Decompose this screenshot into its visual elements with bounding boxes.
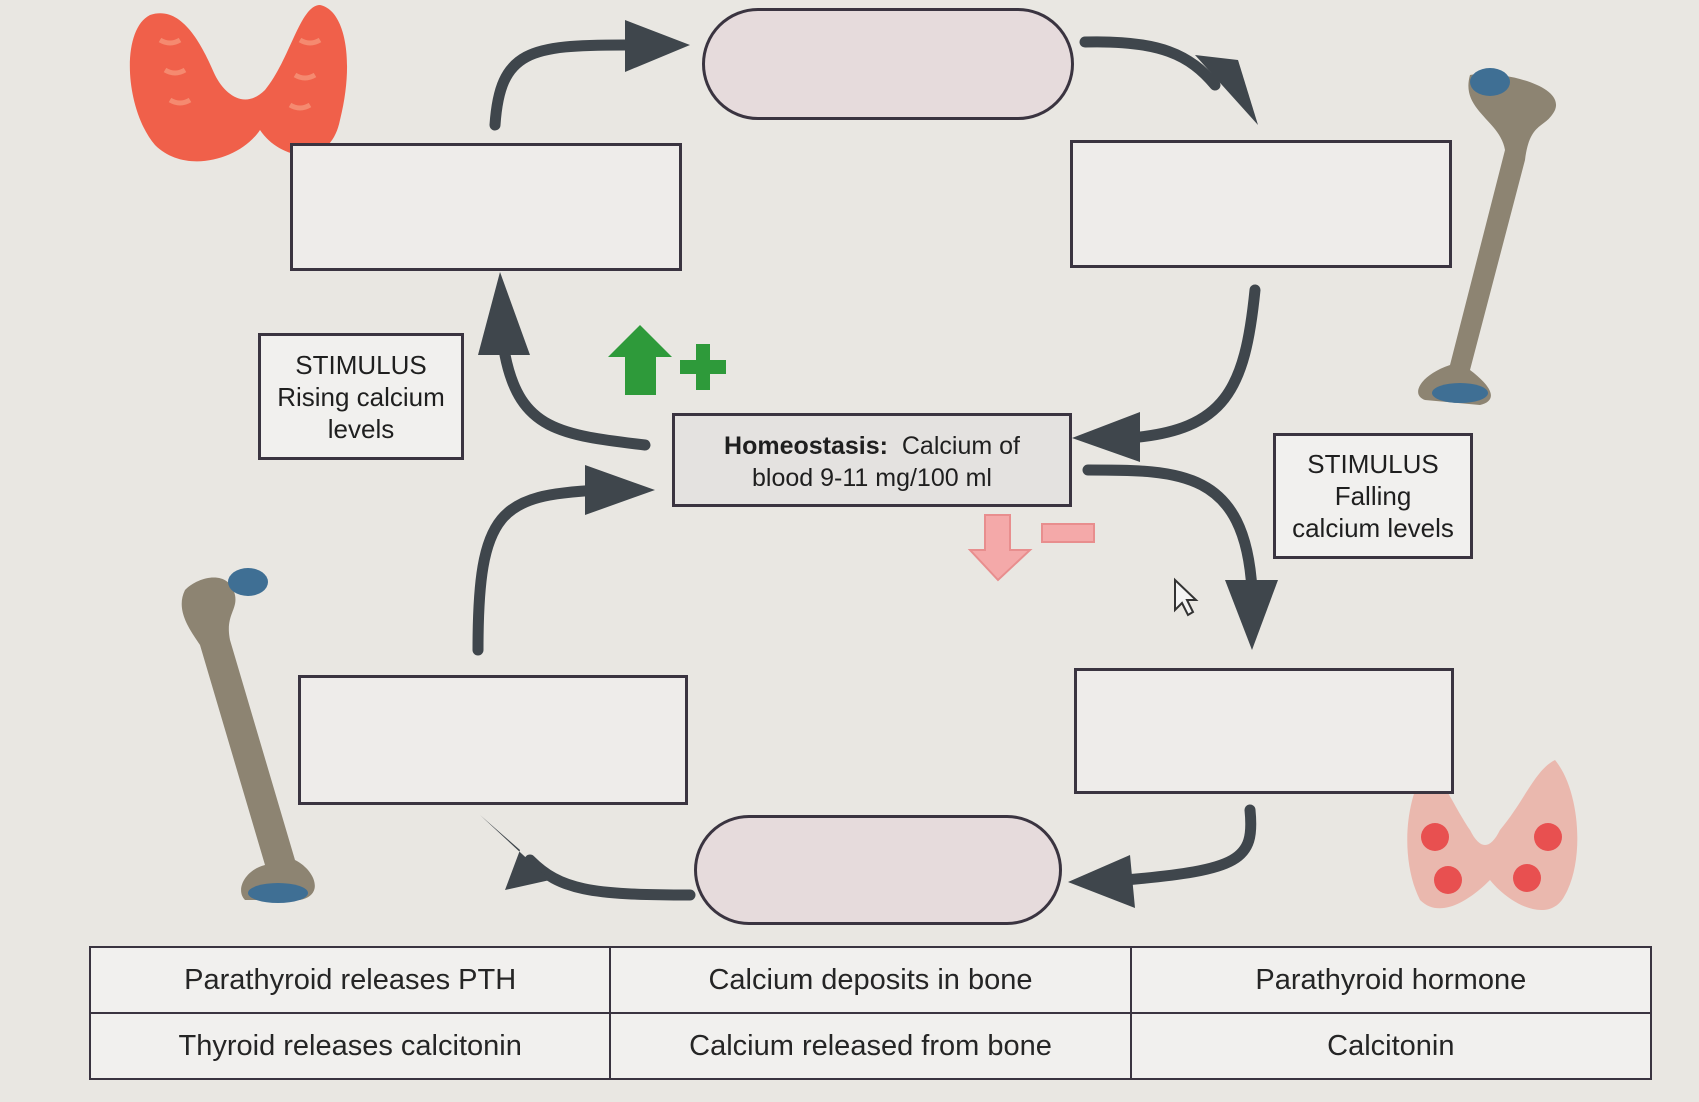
- homeostasis-text-line2: blood 9-11 mg/100 ml: [752, 464, 992, 492]
- word-bank-option[interactable]: Parathyroid hormone: [1129, 946, 1653, 1014]
- drop-target-top-right[interactable]: [1070, 140, 1452, 268]
- word-bank-row: Parathyroid releases PTH Calcium deposit…: [88, 946, 1653, 1014]
- thyroid-gland-icon: [129, 5, 348, 162]
- word-bank-option[interactable]: Calcium deposits in bone: [609, 946, 1132, 1014]
- drop-target-top-left[interactable]: [290, 143, 682, 271]
- drop-target-pill-top[interactable]: [702, 8, 1074, 120]
- bone-icon: [1418, 68, 1557, 405]
- increase-arrow-icon: [608, 325, 726, 395]
- homeostasis-box: Homeostasis: Calcium of blood 9-11 mg/10…: [672, 413, 1072, 507]
- stimulus-falling-line1: STIMULUS: [1307, 449, 1439, 479]
- word-bank-option[interactable]: Parathyroid releases PTH: [88, 946, 612, 1014]
- homeostasis-text-line1: Calcium of: [901, 432, 1020, 460]
- decrease-arrow-icon: [967, 514, 1095, 582]
- stimulus-falling-label: STIMULUS Falling calcium levels: [1273, 433, 1473, 559]
- word-bank-option[interactable]: Calcitonin: [1129, 1012, 1653, 1080]
- drop-target-bottom-left[interactable]: [298, 675, 688, 805]
- word-bank-option[interactable]: Calcium released from bone: [609, 1012, 1132, 1080]
- stimulus-rising-line2: Rising calcium: [277, 381, 445, 412]
- stimulus-rising-line3: levels: [327, 413, 395, 444]
- word-bank-option[interactable]: Thyroid releases calcitonin: [88, 1012, 612, 1080]
- word-bank-table: Parathyroid releases PTH Calcium deposit…: [88, 946, 1653, 1080]
- stimulus-rising-line1: STIMULUS: [295, 349, 427, 380]
- cycle-arrows: [472, 36, 1261, 901]
- stimulus-falling-line3: calcium levels: [1292, 513, 1454, 543]
- homeostasis-title: Homeostasis:: [724, 432, 888, 460]
- drop-target-pill-bottom[interactable]: [694, 815, 1062, 925]
- bone-icon: [181, 568, 315, 903]
- word-bank-row: Thyroid releases calcitonin Calcium rele…: [88, 1012, 1653, 1080]
- drop-target-bottom-right[interactable]: [1074, 668, 1454, 794]
- stimulus-falling-line2: Falling: [1334, 481, 1412, 511]
- stimulus-rising-label: STIMULUS Rising calcium levels: [258, 333, 464, 460]
- mouse-cursor-icon: [1174, 577, 1199, 617]
- parathyroid-gland-icon: [1407, 760, 1578, 911]
- arrowheads: [478, 20, 1278, 908]
